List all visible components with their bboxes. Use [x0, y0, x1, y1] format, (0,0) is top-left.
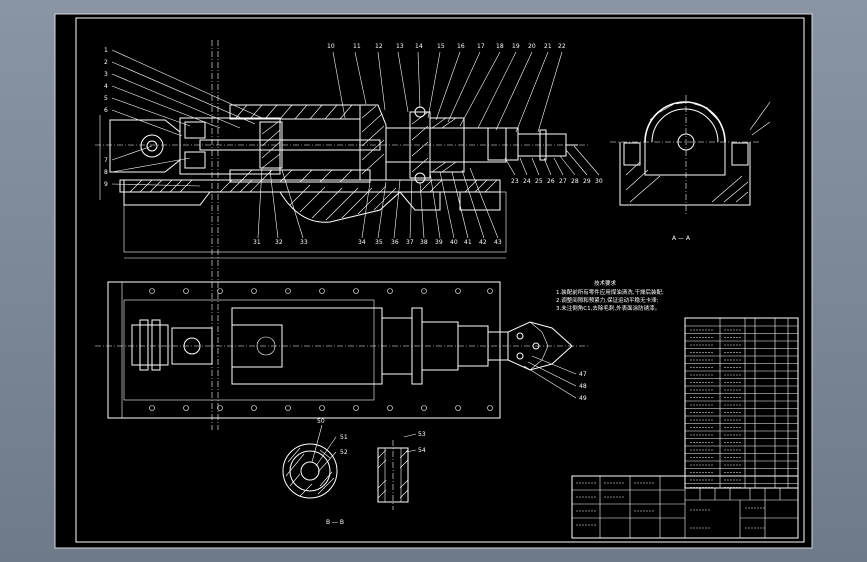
section-b-b-view: 50 51 52 53 54 B — B: [282, 418, 426, 526]
callout-27: 27: [559, 178, 567, 185]
callout-9: 9: [104, 181, 108, 188]
callout-8: 8: [104, 169, 108, 176]
callout-42: 42: [479, 239, 487, 246]
callouts-bottom: 31 32 33 34 35 36 37 38 39 40 41 42 43: [253, 167, 502, 246]
section-a-a-label: A — A: [672, 235, 691, 242]
callout-21: 21: [544, 43, 552, 50]
callout-22: 22: [558, 43, 566, 50]
callout-35: 35: [375, 239, 383, 246]
callout-20: 20: [528, 43, 536, 50]
callout-31: 31: [253, 239, 261, 246]
callouts-left: 1 2 3 4 5 6 7 8 9: [104, 47, 263, 188]
callout-37: 37: [406, 239, 414, 246]
callout-7: 7: [104, 157, 108, 164]
callout-30: 30: [595, 178, 603, 185]
callout-43: 43: [494, 239, 502, 246]
callout-18: 18: [496, 43, 504, 50]
callouts-right: 23 24 25 26 27 28 29 30: [504, 145, 603, 185]
callout-6: 6: [104, 107, 108, 114]
callout-17: 17: [477, 43, 485, 50]
callouts-top: 10 11 12 13 14 15 16 17 18 19 20 21 22: [327, 43, 566, 133]
callout-41: 41: [464, 239, 472, 246]
callout-39: 39: [435, 239, 443, 246]
plan-view: 47 48 49: [95, 281, 590, 419]
section-a-a-view: A — A: [610, 95, 771, 242]
callout-50: 50: [317, 418, 325, 425]
callout-1: 1: [104, 47, 108, 54]
callout-53: 53: [418, 431, 426, 438]
parts-list: [684, 317, 799, 489]
notes-line-3: 3.未注倒角C1,去除毛刺,外表面涂防锈漆。: [556, 304, 660, 312]
notes-line-1: 1.装配前所有零件应用煤油清洗,干燥后装配;: [556, 288, 664, 296]
callout-33: 33: [300, 239, 308, 246]
drawing-sheet: [54, 13, 813, 549]
callout-48: 48: [579, 383, 587, 390]
callout-23: 23: [511, 178, 519, 185]
technical-notes: 技术要求 1.装配前所有零件应用煤油清洗,干燥后装配; 2.调整间隙和预紧力,保…: [556, 279, 664, 312]
callout-29: 29: [583, 178, 591, 185]
callout-49: 49: [579, 395, 587, 402]
callout-15: 15: [437, 43, 445, 50]
callout-34: 34: [358, 239, 366, 246]
callout-16: 16: [457, 43, 465, 50]
callout-54: 54: [418, 447, 426, 454]
callout-10: 10: [327, 43, 335, 50]
callout-26: 26: [547, 178, 555, 185]
callout-24: 24: [523, 178, 531, 185]
callout-51: 51: [340, 434, 348, 441]
callout-28: 28: [571, 178, 579, 185]
callout-12: 12: [375, 43, 383, 50]
callout-5: 5: [104, 95, 108, 102]
callout-52: 52: [340, 449, 348, 456]
callout-14: 14: [415, 43, 423, 50]
callout-4: 4: [104, 83, 108, 90]
callout-3: 3: [104, 71, 108, 78]
callout-2: 2: [104, 59, 108, 66]
callout-11: 11: [353, 43, 361, 50]
callout-40: 40: [450, 239, 458, 246]
callout-19: 19: [512, 43, 520, 50]
title-block: [571, 475, 799, 539]
notes-title: 技术要求: [594, 279, 617, 287]
callout-25: 25: [535, 178, 543, 185]
callout-13: 13: [396, 43, 404, 50]
callout-47: 47: [579, 371, 587, 378]
callout-38: 38: [420, 239, 428, 246]
notes-line-2: 2.调整间隙和预紧力,保证运动平稳无卡滞;: [556, 296, 658, 304]
section-b-b-label: B — B: [326, 519, 344, 526]
callout-36: 36: [391, 239, 399, 246]
drawing-border: [75, 17, 805, 543]
callout-32: 32: [275, 239, 283, 246]
